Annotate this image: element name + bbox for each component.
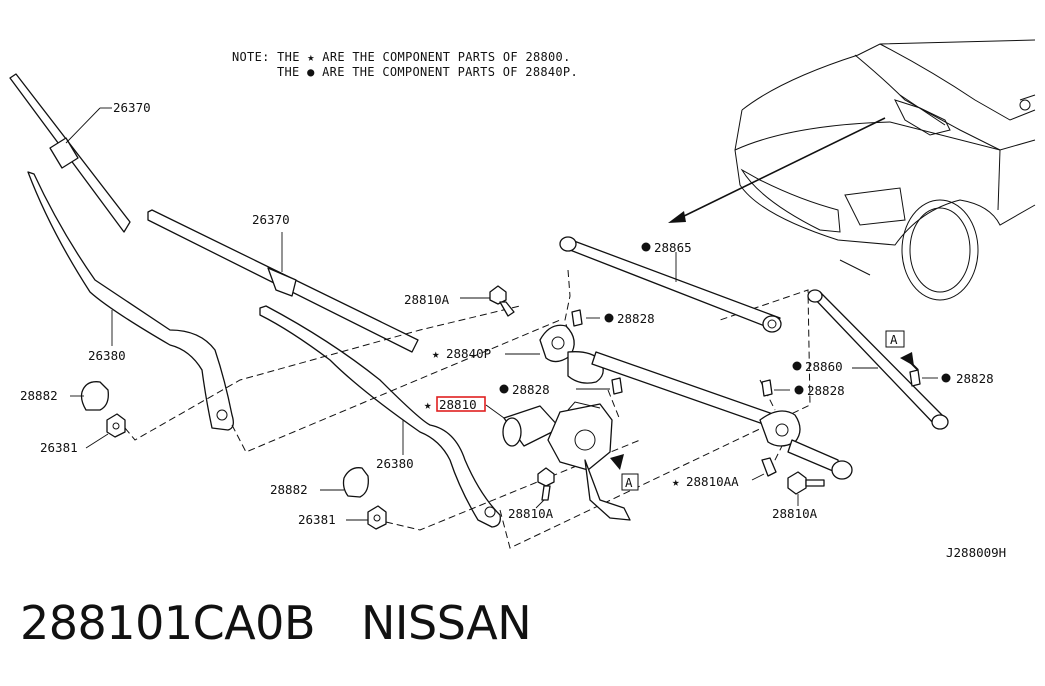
part-number: 288101CA0B — [20, 596, 316, 650]
label-bolt-aa: 28810AA — [686, 474, 739, 489]
view-marker-2 — [610, 454, 639, 491]
label-bolt-aa-star: ★ — [672, 474, 680, 489]
linkage-assembly — [505, 324, 853, 480]
label-nut-left: 26381 — [40, 440, 78, 455]
link-rod-top — [559, 236, 782, 333]
wiper-arm-left — [27, 171, 234, 431]
drawing-code: J288009H — [946, 545, 1006, 560]
label-arm-right: 26380 — [376, 456, 414, 471]
note-line-2: THE ● ARE THE COMPONENT PARTS OF 28840P. — [277, 65, 578, 79]
label-arm-left: 26380 — [88, 348, 126, 363]
bushing-2 — [499, 377, 623, 395]
label-rod-top: 28865 — [654, 240, 692, 255]
wiper-blade-left — [9, 73, 131, 233]
label-bush-4: 28828 — [956, 371, 994, 386]
bushing-4 — [909, 369, 951, 387]
caption: 288101CA0B NISSAN — [20, 596, 532, 650]
label-bush-1: 28828 — [617, 311, 655, 326]
label-view-marker-2: A — [625, 475, 633, 490]
note-line-1: NOTE: THE ★ ARE THE COMPONENT PARTS OF 2… — [232, 50, 571, 64]
pointer-arrow — [668, 117, 886, 223]
cap-right — [320, 467, 369, 498]
label-cap-left: 28882 — [20, 388, 58, 403]
cap-left — [70, 381, 109, 411]
label-motor-star: ★ — [424, 397, 432, 412]
bushing-3 — [761, 379, 804, 397]
label-bolt-bottom-left: 28810A — [508, 506, 554, 521]
bushing-1 — [571, 309, 614, 327]
bolt-aa — [751, 457, 777, 481]
wiper-arm-right — [259, 305, 501, 528]
bolt-top — [460, 285, 515, 317]
bolt-bottom-left — [535, 467, 555, 509]
label-linkage-star: ★ — [432, 346, 440, 361]
label-blade-left: 26370 — [113, 100, 151, 115]
nut-left — [85, 413, 126, 449]
label-rod-right: 28860 — [805, 359, 843, 374]
car-outline — [734, 39, 1036, 301]
label-nut-right: 26381 — [298, 512, 336, 527]
label-bush-3: 28828 — [807, 383, 845, 398]
link-rod-right — [792, 289, 949, 430]
highlight-box — [436, 396, 486, 412]
view-marker-1 — [885, 330, 919, 371]
label-motor: 28810 — [439, 397, 477, 412]
wiper-motor — [485, 401, 631, 521]
label-cap-right: 28882 — [270, 482, 308, 497]
label-bolt-top: 28810A — [404, 292, 450, 307]
label-linkage: 28840P — [446, 346, 491, 361]
wiper-parts-diagram: NOTE: THE ★ ARE THE COMPONENT PARTS OF 2… — [9, 39, 1036, 560]
brand-name: NISSAN — [361, 596, 532, 650]
bolt-bottom-right — [787, 471, 825, 506]
label-bolt-bottom-right: 28810A — [772, 506, 818, 521]
label-view-marker-1: A — [890, 332, 898, 347]
wiper-blade-middle — [147, 209, 419, 353]
label-bush-2: 28828 — [512, 382, 550, 397]
label-blade-mid: 26370 — [252, 212, 290, 227]
nut-right — [346, 505, 387, 530]
